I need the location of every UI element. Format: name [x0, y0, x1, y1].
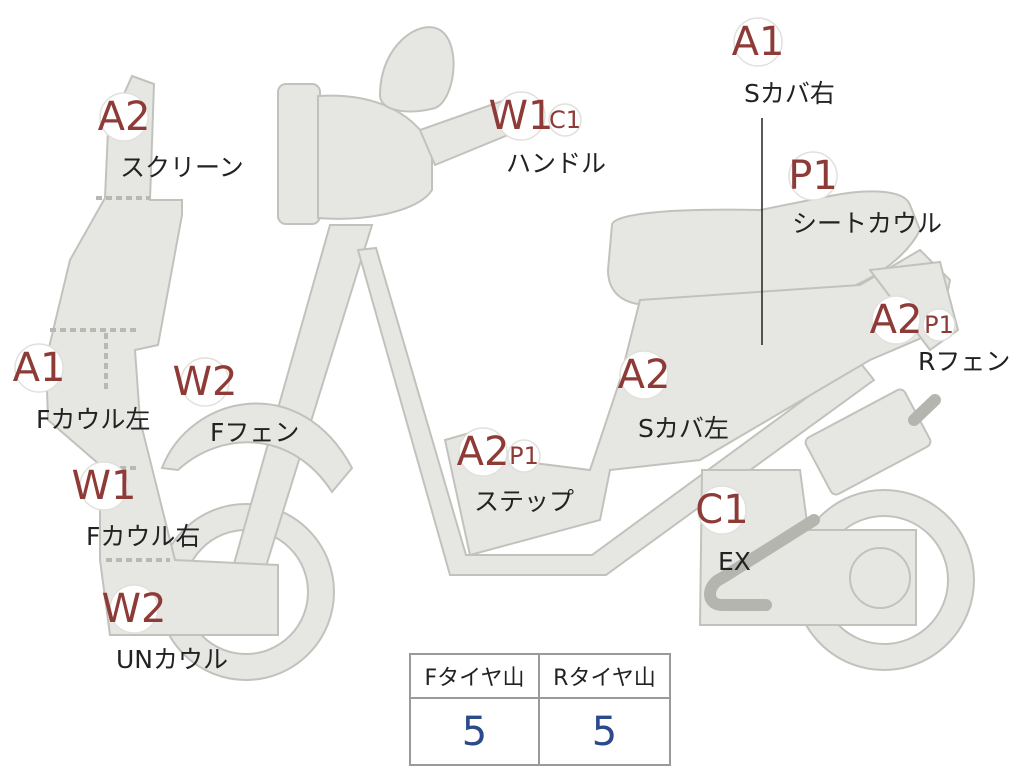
seat: [606, 190, 922, 306]
grade-a2: A2: [870, 297, 923, 343]
part-f-cowl-right: W1 Fカウル右: [72, 461, 200, 551]
grade-a2: A2: [457, 429, 510, 475]
part-name-step: ステップ: [474, 487, 574, 516]
rear-tire-tread-header: Rタイヤ山: [540, 655, 669, 699]
grade-w2: W2: [173, 359, 238, 405]
grade-a2: A2: [98, 94, 151, 140]
part-seat-cowl: P1 シートカウル: [788, 151, 942, 238]
part-name-handle: ハンドル: [506, 149, 606, 178]
part-r-fender: A2 P1 Rフェン: [870, 295, 1010, 376]
part-step: A2 P1 ステップ: [457, 427, 574, 516]
part-s-cover-right: A1 Sカバ右: [732, 17, 835, 108]
part-name-screen: スクリーン: [120, 153, 244, 182]
part-f-fender: W2 Fフェン: [173, 357, 299, 447]
part-f-cowl-left: A1 Fカウル左: [13, 343, 150, 434]
grade-w1: W1: [489, 93, 554, 139]
grade-p1: P1: [788, 153, 838, 199]
part-s-cover-left: A2 Sカバ左: [618, 350, 729, 443]
grade-a1: A1: [13, 345, 66, 391]
part-name-f-cowl-right: Fカウル右: [86, 522, 200, 551]
grade-a2: A2: [618, 352, 671, 398]
part-name-s-cover-left: Sカバ左: [638, 414, 729, 443]
part-name-s-cover-right: Sカバ右: [744, 79, 835, 108]
part-under-cowl: W2 UNカウル: [102, 584, 228, 674]
rear-tire-tread-value: 5: [591, 708, 618, 755]
tire-tread-table: Fタイヤ山 Rタイヤ山 5 5: [409, 653, 671, 766]
part-name-f-cowl-left: Fカウル左: [36, 405, 150, 434]
front-fender: [160, 402, 354, 494]
part-exhaust: C1 EX: [695, 485, 751, 576]
grade-a1: A1: [732, 19, 785, 65]
grade-p1: P1: [924, 311, 954, 339]
part-name-exhaust: EX: [718, 547, 751, 576]
grade-w2: W2: [102, 586, 167, 632]
handlebar-body: [317, 94, 433, 220]
grade-c1: C1: [695, 487, 748, 533]
part-name-under-cowl: UNカウル: [116, 645, 228, 674]
grade-c1: C1: [549, 106, 581, 134]
mirror: [378, 26, 455, 113]
exhaust-pipe: [704, 514, 820, 611]
front-tire-tread-value: 5: [411, 699, 540, 764]
part-name-r-fender: Rフェン: [918, 347, 1010, 376]
grade-w1: W1: [72, 463, 137, 509]
front-tire-tread-header: Fタイヤ山: [411, 655, 540, 699]
headlight: [277, 83, 321, 225]
part-name-f-fender: Fフェン: [210, 418, 299, 447]
part-screen: A2 スクリーン: [98, 92, 244, 182]
part-name-seat-cowl: シートカウル: [792, 209, 942, 238]
grade-p1: P1: [509, 442, 539, 470]
part-handle: W1 C1 ハンドル: [489, 91, 606, 178]
